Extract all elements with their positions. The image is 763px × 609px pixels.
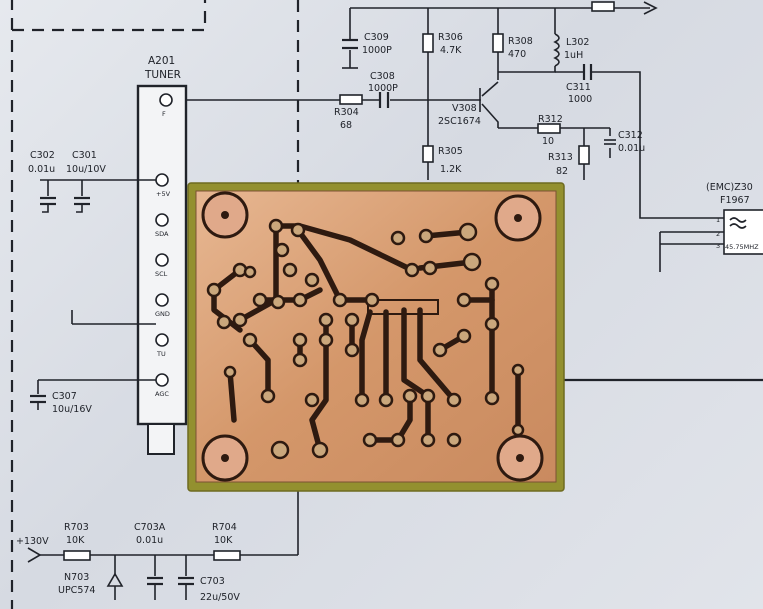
r304-ref: R304 — [334, 107, 359, 118]
c703-value: 22u/50V — [200, 592, 240, 603]
z30-filter: 1 2 3 45.75MHZ — [716, 209, 763, 255]
svg-text:GND: GND — [155, 310, 170, 318]
r313-value: 82 — [556, 166, 568, 177]
r304-value: 68 — [340, 120, 352, 131]
c309-symbol — [342, 38, 358, 50]
svg-text:2: 2 — [716, 230, 720, 238]
l302-ref: L302 — [566, 37, 589, 48]
top-resistor-symbol — [591, 1, 615, 12]
top-wiring — [185, 7, 763, 382]
c703a-value: 0.01u — [136, 535, 163, 546]
svg-text:1: 1 — [716, 216, 720, 224]
c302-ref: C302 — [30, 150, 55, 161]
r306-value: 4.7K — [440, 45, 462, 56]
r308-value: 470 — [508, 49, 526, 60]
c308-value: 1000P — [368, 83, 398, 94]
r704-ref: R704 — [212, 522, 237, 533]
svg-text:3: 3 — [716, 242, 720, 250]
r703-ref: R703 — [64, 522, 89, 533]
l302-value: 1uH — [564, 50, 583, 61]
c309-value: 1000P — [362, 45, 392, 56]
z30-value: F1967 — [720, 195, 750, 206]
svg-text:SDA: SDA — [155, 230, 169, 238]
tuner-ref: A201 — [148, 55, 175, 67]
supply-label: +130V — [16, 536, 49, 547]
r703-value: 10K — [66, 535, 85, 546]
svg-text:F: F — [162, 110, 166, 118]
r704-value: 10K — [214, 535, 233, 546]
c312-ref: C312 — [618, 130, 643, 141]
v308-ref: V308 — [452, 103, 477, 114]
svg-text:AGC: AGC — [155, 390, 169, 398]
svg-text:+5V: +5V — [156, 190, 171, 198]
tuner-block: F +5V SDA SCL GND TU AGC — [136, 84, 188, 455]
c307-value: 10u/16V — [52, 404, 92, 415]
svg-text:45.75MHZ: 45.75MHZ — [725, 243, 759, 251]
pcb-board — [187, 182, 565, 492]
c308-ref: C308 — [370, 71, 395, 82]
c311-value: 1000 — [568, 94, 592, 105]
c308-symbol — [378, 92, 390, 108]
c301-value: 10u/10V — [66, 164, 106, 175]
n703-value: UPC574 — [58, 585, 95, 596]
c703-ref: C703 — [200, 576, 225, 587]
z30-ref: (EMC)Z30 — [706, 182, 753, 193]
r312-symbol — [537, 123, 561, 134]
n703-ref: N703 — [64, 572, 89, 583]
c312-value: 0.01u — [618, 143, 645, 154]
r312-value: 10 — [542, 136, 554, 147]
c311-symbol — [582, 64, 593, 80]
r306-ref: R306 — [438, 32, 463, 43]
v308-symbol — [479, 99, 481, 101]
c309-ref: C309 — [364, 32, 389, 43]
r312-ref: R312 — [538, 114, 563, 125]
c311-ref: C311 — [566, 82, 591, 93]
c703a-ref: C703A — [134, 522, 166, 533]
r306-symbol — [422, 33, 434, 53]
top-arrow-symbol — [643, 1, 658, 15]
v308-value: 2SC1674 — [438, 116, 481, 127]
c307-ref: C307 — [52, 391, 77, 402]
r308-symbol — [492, 33, 504, 53]
left-wiring — [30, 179, 299, 555]
l302-symbol — [553, 33, 560, 67]
supply-wiring — [27, 547, 298, 600]
r305-value: 1.2K — [440, 164, 462, 175]
dashed-enclosure — [10, 0, 300, 609]
c301-ref: C301 — [72, 150, 97, 161]
svg-text:TU: TU — [156, 350, 166, 358]
svg-text:SCL: SCL — [155, 270, 168, 278]
c302-value: 0.01u — [28, 164, 55, 175]
r305-ref: R305 — [438, 146, 463, 157]
r308-ref: R308 — [508, 36, 533, 47]
r313-symbol — [578, 145, 590, 165]
r313-ref: R313 — [548, 152, 573, 163]
r304-symbol — [339, 94, 363, 105]
r305-symbol — [422, 145, 434, 163]
tuner-label: TUNER — [144, 69, 181, 81]
